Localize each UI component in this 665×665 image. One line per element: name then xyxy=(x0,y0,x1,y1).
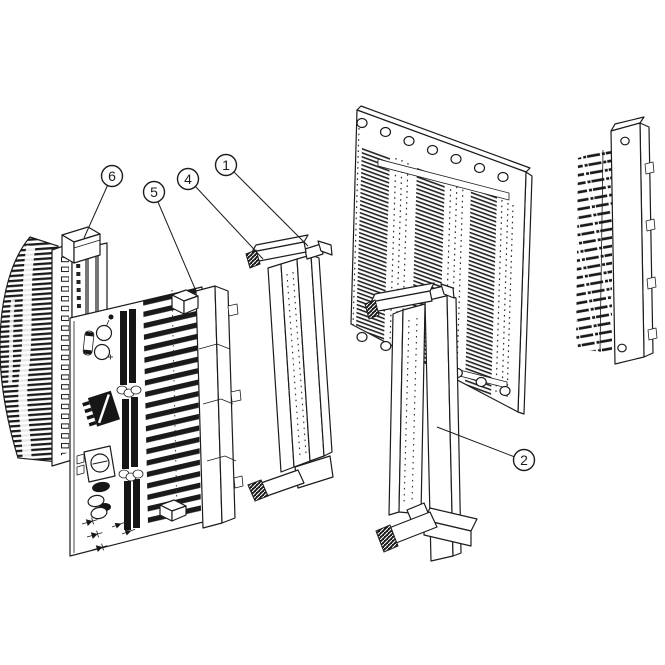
callout-label: 1 xyxy=(222,157,230,173)
callout-1: 1 xyxy=(214,153,309,247)
solder-arrow xyxy=(121,528,136,536)
side-notch xyxy=(646,276,657,290)
board-front-rail xyxy=(195,285,244,529)
callout-circle xyxy=(512,448,536,472)
callout-label: 5 xyxy=(150,184,158,200)
connector-hole-column xyxy=(55,250,69,458)
panel-dot-columns xyxy=(352,127,514,399)
dip-chip xyxy=(82,390,120,427)
panel-slot xyxy=(377,158,510,201)
callout-2: 2 xyxy=(436,426,536,472)
side-notch xyxy=(644,161,655,175)
circuit-board-part5 xyxy=(69,283,244,557)
diode xyxy=(91,543,108,552)
panel-mounting-holes-top xyxy=(356,117,509,183)
pin-field xyxy=(576,147,612,352)
card-guide-rail-part1 xyxy=(245,234,334,502)
inductor-coils xyxy=(87,494,111,520)
axial-component xyxy=(82,330,95,356)
keying-block xyxy=(159,499,187,522)
callout-5: 5 xyxy=(142,180,197,292)
lever-grip-pad xyxy=(364,299,380,320)
callout-circle xyxy=(100,164,124,188)
board-contact-rows xyxy=(143,283,201,525)
rail-base-foot xyxy=(375,502,478,553)
diode xyxy=(86,530,103,539)
extractor-lever-part4 xyxy=(245,234,309,269)
capacitor-pair xyxy=(93,314,114,361)
rail-base-foot xyxy=(247,455,334,502)
side-notch xyxy=(647,327,658,341)
lever-grip-pad xyxy=(375,524,399,553)
mounting-hole xyxy=(617,343,627,353)
callout-label: 2 xyxy=(520,452,528,468)
diode xyxy=(81,517,98,526)
cable-clamp-cap-part6 xyxy=(61,226,101,264)
callout-label: 4 xyxy=(184,171,192,187)
callout-6: 6 xyxy=(83,164,124,239)
callout-label: 6 xyxy=(108,168,116,184)
callout-circle xyxy=(214,153,238,177)
board-connector-bars xyxy=(116,309,144,530)
callout-circle xyxy=(142,180,166,204)
side-notch xyxy=(645,218,656,232)
mounting-hole xyxy=(620,136,630,146)
keying-block xyxy=(171,289,199,315)
pin-connector xyxy=(576,116,658,365)
rail-top-latch xyxy=(304,243,324,260)
callout-circle xyxy=(176,167,200,191)
extractor-lever-top xyxy=(364,282,435,320)
cable-highlight xyxy=(18,245,36,459)
lever-grip-pad xyxy=(247,479,269,502)
lever-grip-pad xyxy=(245,249,261,269)
callout-4: 4 xyxy=(176,167,264,260)
contact-column xyxy=(465,187,497,398)
trimmer-potentiometer xyxy=(76,445,116,493)
solder-arrow xyxy=(111,521,126,529)
ribbon-cable xyxy=(0,236,59,463)
